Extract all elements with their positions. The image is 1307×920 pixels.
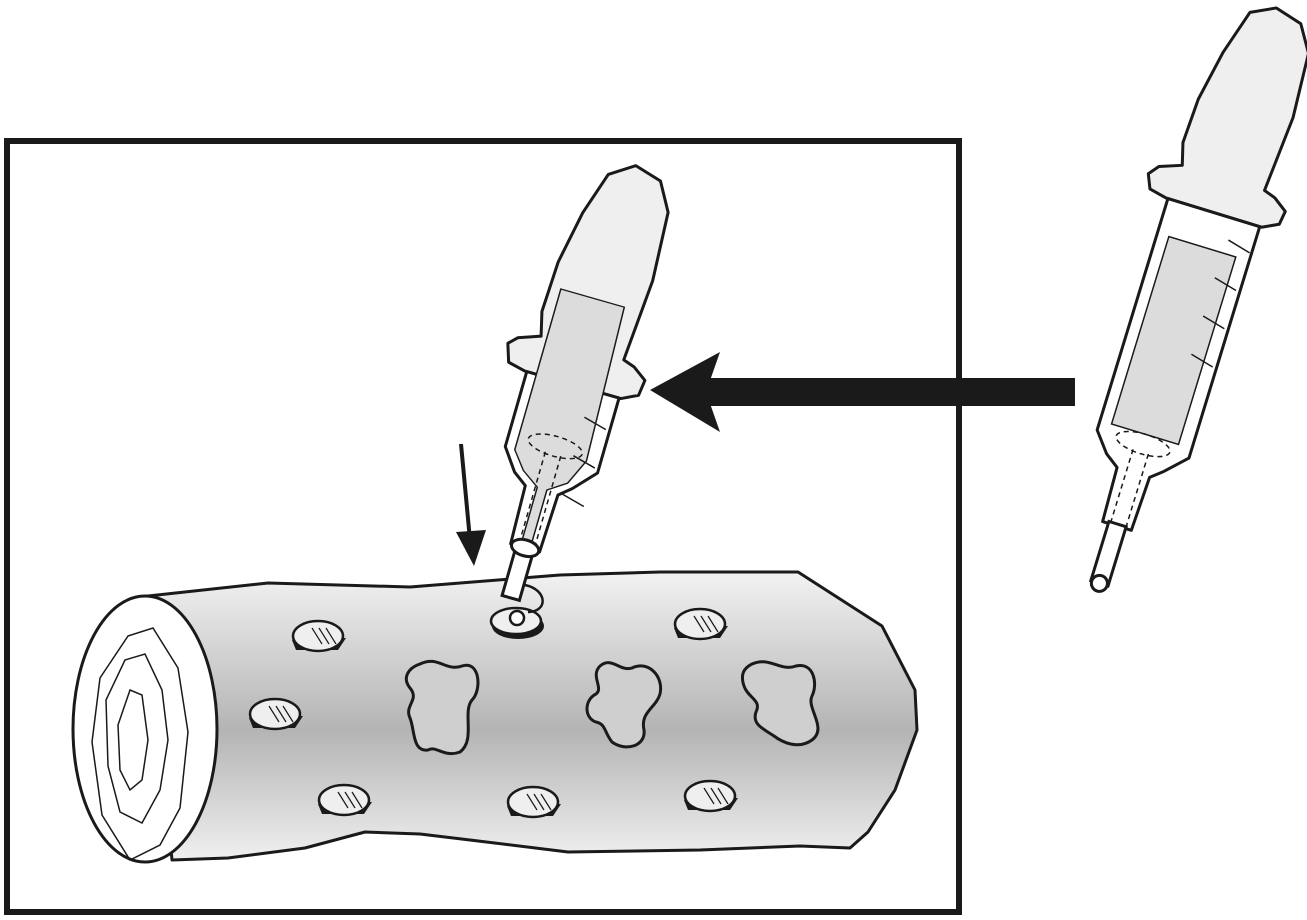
log-end — [73, 596, 217, 862]
plug-icon — [684, 781, 738, 811]
plug-icon — [318, 785, 372, 815]
plug-icon — [674, 609, 728, 639]
plug-icon — [507, 787, 561, 817]
plug-icon — [249, 699, 303, 729]
plug-icon — [292, 621, 346, 651]
dropper-icon — [1027, 0, 1307, 611]
cavity-icon — [406, 661, 478, 753]
